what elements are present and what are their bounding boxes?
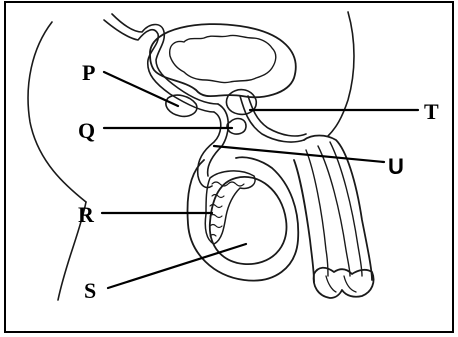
penis-corpus-line-1 [306,150,328,276]
scrotum [188,157,299,280]
label-t: T [424,99,439,124]
leader-s [108,244,246,288]
diagram-frame [5,2,453,332]
body-outline-back [28,22,86,202]
bladder-lining [170,35,276,82]
vas-deferens-descending [198,112,221,188]
leader-u [214,146,384,162]
penis-corpus-line-3 [330,142,362,276]
label-s: S [84,278,96,303]
cowpers-gland [227,119,246,134]
label-p: P [82,60,95,85]
label-r: R [78,202,95,227]
label-q: Q [78,118,95,143]
penis-corpus-line-2 [318,146,350,276]
label-u: U [388,154,404,179]
body-outline-abdomen [328,12,354,136]
glans-detail [326,276,356,292]
glans [314,268,374,298]
